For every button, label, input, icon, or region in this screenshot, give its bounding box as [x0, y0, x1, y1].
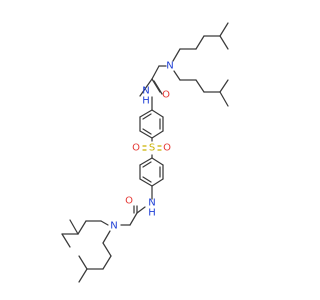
svg-text:N: N — [148, 198, 155, 209]
sulfonyl-oxygen-left-label: O — [132, 143, 140, 154]
amide-linker-top — [139, 65, 167, 97]
svg-text:H: H — [142, 96, 150, 107]
isopentyl-chain-top-1 — [172, 22, 229, 62]
svg-text:N: N — [142, 86, 149, 97]
isopentyl-chain-top-2 — [173, 70, 229, 107]
isopentyl-chain-bottom-2 — [78, 230, 112, 283]
amide-oxygen-bottom-label: O — [125, 196, 133, 207]
sulfonyl-oxygen-right-label: O — [163, 143, 171, 154]
benzene-ring-top — [139, 96, 164, 139]
sulfur-label: S — [149, 143, 155, 154]
structure-canvas: N O N H S O O N H O N — [61, 22, 229, 283]
amide-nh-bottom-label: N H — [148, 198, 156, 219]
sulfonyl-group — [142, 137, 162, 159]
svg-text:H: H — [148, 208, 156, 219]
isopentyl-chain-bottom-1 — [61, 219, 109, 248]
benzene-ring-bottom — [139, 157, 164, 200]
amine-nitrogen-top-label: N — [166, 61, 173, 72]
amide-oxygen-top-label: O — [162, 90, 170, 101]
amine-nitrogen-bottom-label: N — [110, 221, 117, 232]
amide-nh-top-label: N H — [142, 86, 150, 107]
structure-diagram: N O N H S O O N H O N — [61, 22, 229, 283]
amide-linker-bottom — [120, 205, 146, 226]
